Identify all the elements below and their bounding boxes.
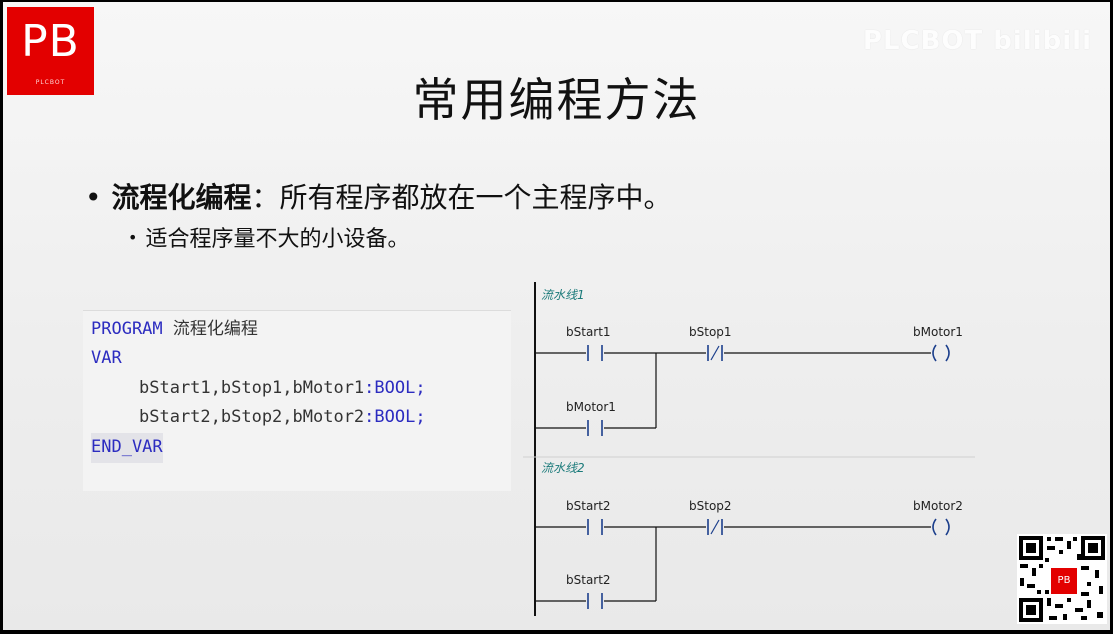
network2-start-label: bStart2 [566,499,611,513]
qr-code: PB [1017,534,1107,624]
var-keyword: VAR [91,348,122,368]
slide-title: 常用编程方法 [412,73,701,127]
code-line-decl1: bStart1,bStop1,bMotor1:BOOL; [139,374,426,404]
network2-sealin-label: bStart2 [566,573,611,587]
qr-badge: PB [1049,566,1079,596]
network1-coil-icon[interactable] [932,344,950,362]
slide: PB PLCBOT PLCBOT bilibili 常用编程方法 •流程化编程：… [3,2,1110,630]
network2-coil-icon[interactable] [932,518,950,536]
network1-title: 流水线1 [541,288,585,302]
network2-stop-label: bStop2 [689,499,732,513]
bullet-main: • 流程化编程：所有程序都放在一个主程序中。 [85,176,672,216]
code-line-decl2: bStart2,bStop2,bMotor2:BOOL; [139,403,426,433]
network1-stop-nc-contact-icon[interactable] [707,345,723,361]
code-line-program: PROGRAM 流程化编程 [91,315,258,345]
network1-start-contact-icon[interactable] [587,345,603,361]
bullet-sub: • 适合程序量不大的小设备。 [128,221,409,253]
code-editor: PROGRAM 流程化编程 VAR bStart1,bStop1,bMotor1… [83,310,511,491]
network1-sealin-contact-icon[interactable] [587,420,603,436]
network1-sealin-label: bMotor1 [566,400,616,414]
watermark: PLCBOT bilibili [862,26,1092,56]
ladder-svg: 流水线1 bStart1 bStop1 bMotor1 bMotor1 [523,282,975,616]
network2-sealin-contact-icon[interactable] [587,593,603,609]
network1-start-label: bStart1 [566,325,611,339]
logo-text: PB [21,16,80,67]
code-line-endvar: END_VAR [91,433,163,463]
bullet-sub-text: 适合程序量不大的小设备。 [145,227,410,252]
decl1-vars: bStart1,bStop1,bMotor1 [139,378,365,398]
network2-stop-nc-contact-icon[interactable] [707,519,723,535]
bullet-dot-icon: • [128,228,138,247]
network2-rungs [535,526,931,602]
logo-subtext: PLCBOT [35,79,66,86]
network2-start-contact-icon[interactable] [587,519,603,535]
bullet-main-bold: 流程化编程 [111,181,252,214]
endvar-keyword: END_VAR [91,437,163,457]
bullet-main-text: ：所有程序都放在一个主程序中。 [251,181,672,214]
pb-logo: PB PLCBOT [7,7,94,95]
program-name: 流程化编程 [172,319,258,339]
network2-coil-label: bMotor2 [913,499,963,513]
network1-coil-label: bMotor1 [913,325,963,339]
program-keyword: PROGRAM [91,319,163,339]
decl1-type: :BOOL; [364,378,426,398]
code-line-var: VAR [91,344,122,374]
network2-title: 流水线2 [541,461,585,475]
bullet-dot-icon: • [85,181,102,214]
network1-stop-label: bStop1 [689,325,732,339]
decl2-type: :BOOL; [364,407,426,427]
qr-pattern-icon [1019,536,1105,622]
decl2-vars: bStart2,bStop2,bMotor2 [139,407,365,427]
ladder-diagram: 流水线1 bStart1 bStop1 bMotor1 bMotor1 [523,282,983,626]
network1-rungs [535,352,931,429]
